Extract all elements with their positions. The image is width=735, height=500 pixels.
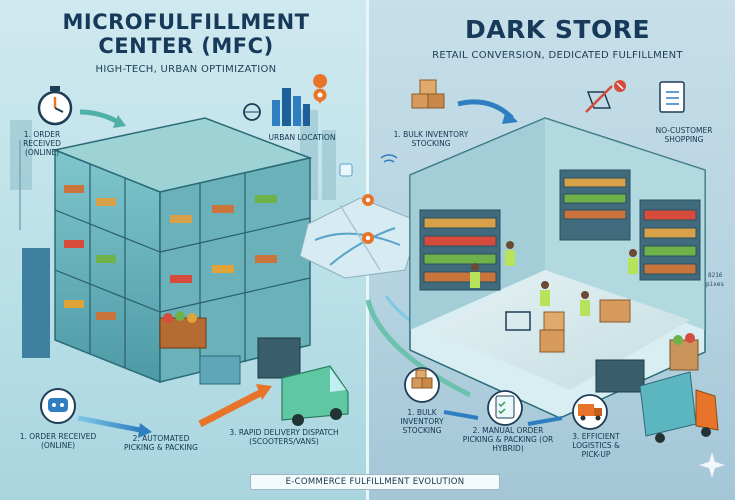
dark-store-bulk-top-label: 1. BULK INVENTORY STOCKING [393,130,469,148]
dark-store-bulk-bottom-label: 1. BULK INVENTORY STOCKING [400,408,444,435]
center-flow-arrow [365,299,472,398]
side-code-unit: pixes [706,281,725,288]
dark-store-room [409,117,706,419]
mfc-title-line2: CENTER (MFC) [98,34,274,58]
arrow-head [138,423,152,438]
no-customer-label: NO-CUSTOMER SHOPPING [655,126,713,144]
process-arrow [527,416,563,426]
dispatch-arrow [198,388,264,428]
mfc-step1-top-label: 1. ORDER RECEIVED (ONLINE) [23,130,61,157]
dark-store-step3-label: 3. EFFICIENT LOGISTICS & PICK-UP [572,432,620,459]
arrow-head [256,384,272,400]
boxes-icon [411,79,445,109]
box-stack-icon [404,367,440,403]
arrow-head [502,110,518,124]
mfc-step3-label: 3. RAPID DELIVERY DISPATCH (SCOOTERS/VAN… [229,428,339,446]
arrow-head [113,115,126,128]
checklist-icon [659,81,685,113]
dark-store-step2-label: 2. MANUAL ORDER PICKING & PACKING (OR HY… [462,426,554,453]
mfc-step2-label: 2. AUTOMATED PICKING & PACKING [124,434,198,452]
no-cart-icon [585,80,626,113]
side-code-number: 8216 [708,272,723,279]
dark-store-subtitle: RETAIL CONVERSION, DEDICATED FULFILLMENT [432,50,683,61]
mfc-subtitle: HIGH-TECH, URBAN OPTIMIZATION [95,64,277,75]
flow-arrow [79,109,120,125]
process-arrow [77,415,141,433]
delivery-truck [639,371,719,443]
urban-location-icon [243,74,328,126]
dark-store-title: DARK STORE [464,15,651,44]
side-building [22,248,50,358]
mfc-building [52,117,313,385]
mfc-title-line1: MICROFULFILLMENT [62,10,310,34]
mfc-step1-bottom-label: 1. ORDER RECEIVED (ONLINE) [19,432,97,450]
footer-banner: E-COMMERCE FULFILLMENT EVOLUTION [250,474,500,490]
signal-icon [339,154,398,177]
sparkle-icon [699,452,725,478]
urban-location-label: URBAN LOCATION [268,133,336,142]
city-map [299,194,421,279]
grocery-bag-icon [669,333,699,371]
robot-icon [40,388,76,424]
stopwatch-icon [37,86,73,126]
clipboard-icon [487,390,523,426]
flow-arrow [457,99,514,120]
delivery-van [281,365,349,426]
process-arrow [443,410,479,420]
truck-icon [572,394,608,430]
